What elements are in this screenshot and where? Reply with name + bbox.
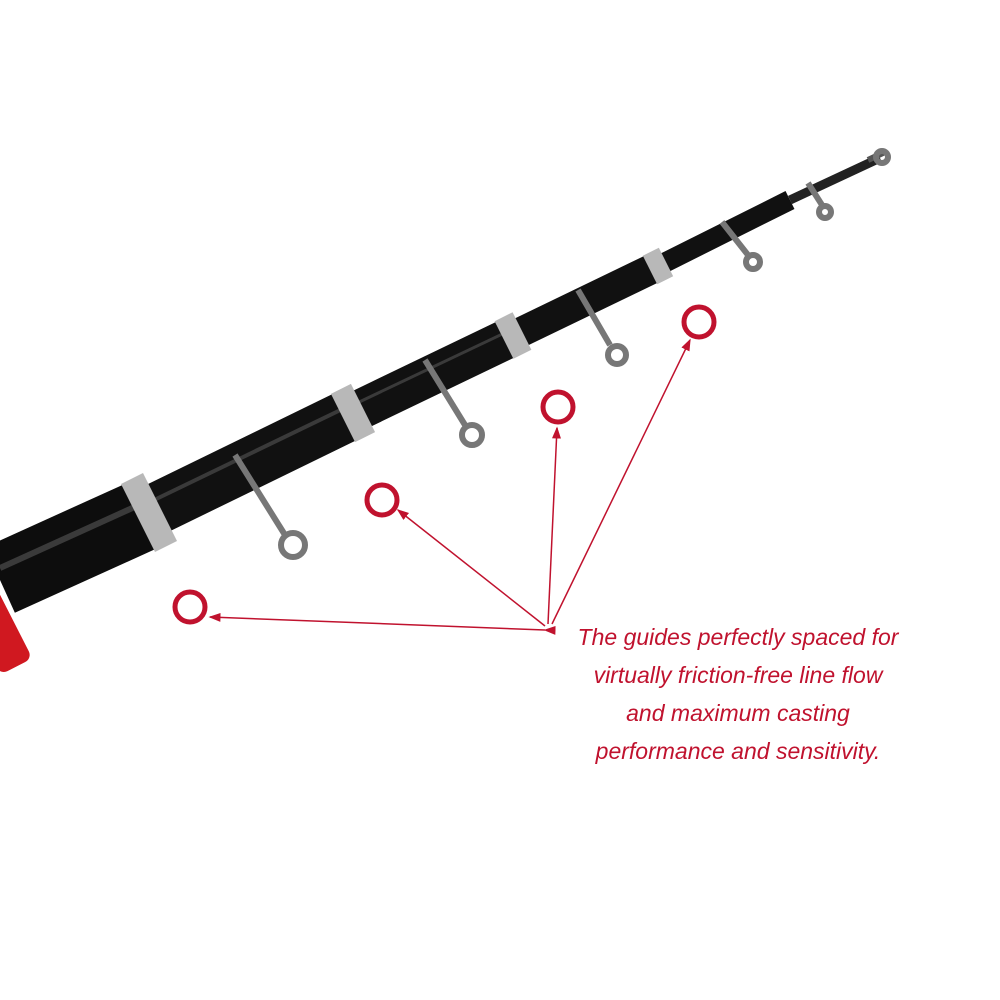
rod-handle (0, 589, 30, 672)
guide-markers (172, 304, 717, 625)
guide-marker-1 (172, 589, 208, 625)
rod-guides (232, 148, 891, 560)
guide-marker-3 (540, 389, 576, 425)
caption-line: performance and sensitivity. (595, 738, 881, 764)
caption-line: virtually friction-free line flow (593, 662, 883, 688)
annotation-arrows (208, 338, 691, 635)
feature-caption: The guides perfectly spaced for virtuall… (548, 618, 928, 770)
rod-blank (0, 153, 882, 613)
caption-line: and maximum casting (626, 700, 850, 726)
guide-marker-2 (364, 482, 400, 518)
caption-line: The guides perfectly spaced for (577, 624, 899, 650)
guide-marker-4 (681, 304, 717, 340)
rod-ferrules (121, 247, 674, 552)
